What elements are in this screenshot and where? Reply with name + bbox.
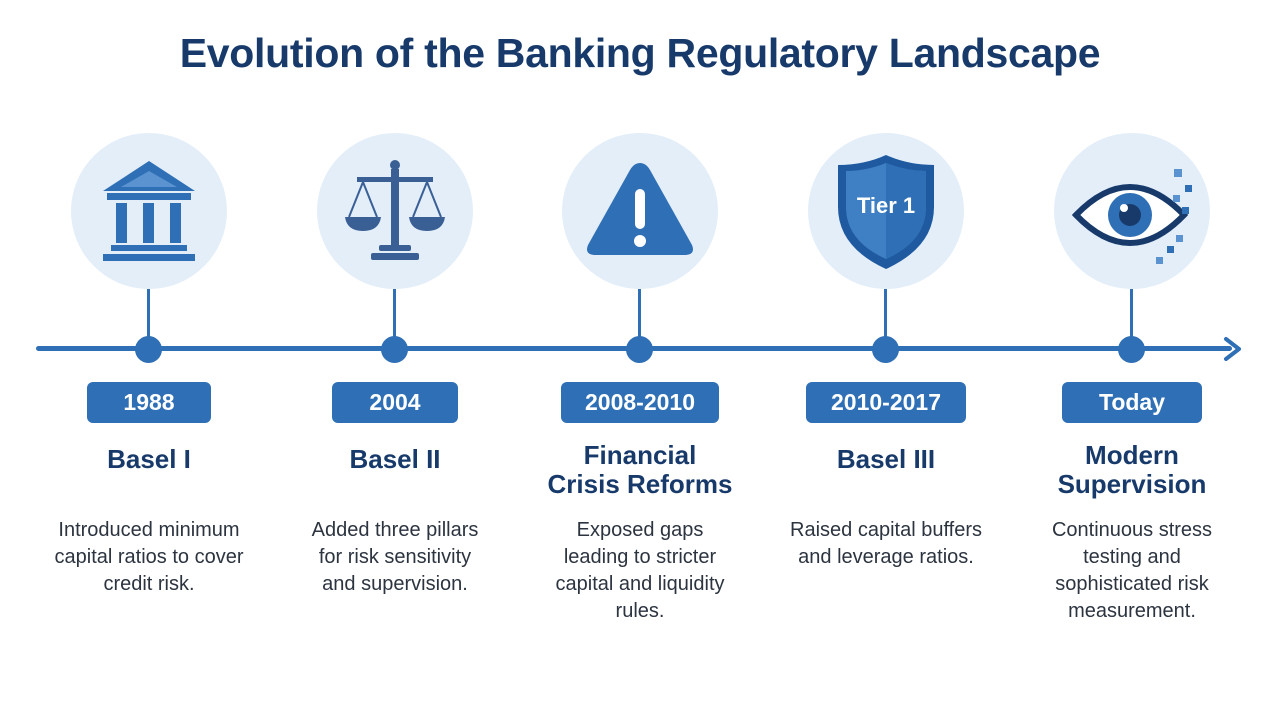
timeline-dot [135,336,162,363]
icon-circle [1054,133,1210,289]
milestone-name: Modern Supervision [1057,440,1207,499]
timeline-dot [626,336,653,363]
timeline-dot [872,336,899,363]
year-badge: 2010-2017 [806,382,966,423]
milestone-description: Continuous stress testing and sophistica… [1051,519,1213,622]
milestone-description: Exposed gaps leading to stricter capital… [555,519,725,622]
warning-triangle-icon [587,163,693,255]
eye-icon [1072,169,1192,264]
milestone-basel-i: 1988 Basel I Introduced minimum capital … [29,0,269,720]
timeline-stem [393,289,396,337]
timeline-dot [381,336,408,363]
year-badge: 1988 [87,382,211,423]
milestone-description: Added three pillars for risk sensitivity… [311,519,479,595]
milestone-name: Basel II [349,444,441,474]
icon-circle [562,133,718,289]
year-badge: 2004 [332,382,458,423]
shield-label: Tier 1 [857,193,915,218]
timeline-dot [1118,336,1145,363]
page-title: Evolution of the Banking Regulatory Land… [179,30,1101,76]
icon-circle: Tier 1 [808,133,964,289]
year-badge: 2008-2010 [561,382,719,423]
bank-building-icon [103,161,195,261]
timeline-stem [147,289,150,337]
shield-icon: Tier 1 [838,155,934,269]
timeline-arrow-icon [1224,337,1241,361]
milestone-basel-ii: 2004 Basel II Added three pillars for ri… [275,0,515,720]
icon-circle [317,133,473,289]
year-badge: Today [1062,382,1202,423]
timeline-stem [884,289,887,337]
timeline-stem [638,289,641,337]
milestone-basel-iii: Tier 1 2010-2017 Basel III Raised capita… [766,0,1006,720]
milestone-description: Raised capital buffers and leverage rati… [790,519,982,568]
milestone-name: Basel I [107,444,191,474]
timeline-stem [1130,289,1133,337]
icon-circle [71,133,227,289]
milestone-modern-supervision: Today Modern Supervision Continuous stre… [1012,0,1252,720]
milestone-name: Basel III [836,444,936,474]
milestone-description: Introduced minimum capital ratios to cov… [54,519,244,595]
milestone-financial-crisis-reforms: 2008-2010 Financial Crisis Reforms Expos… [520,0,760,720]
balance-scale-icon [345,160,445,260]
milestone-name: Financial Crisis Reforms [547,440,733,499]
